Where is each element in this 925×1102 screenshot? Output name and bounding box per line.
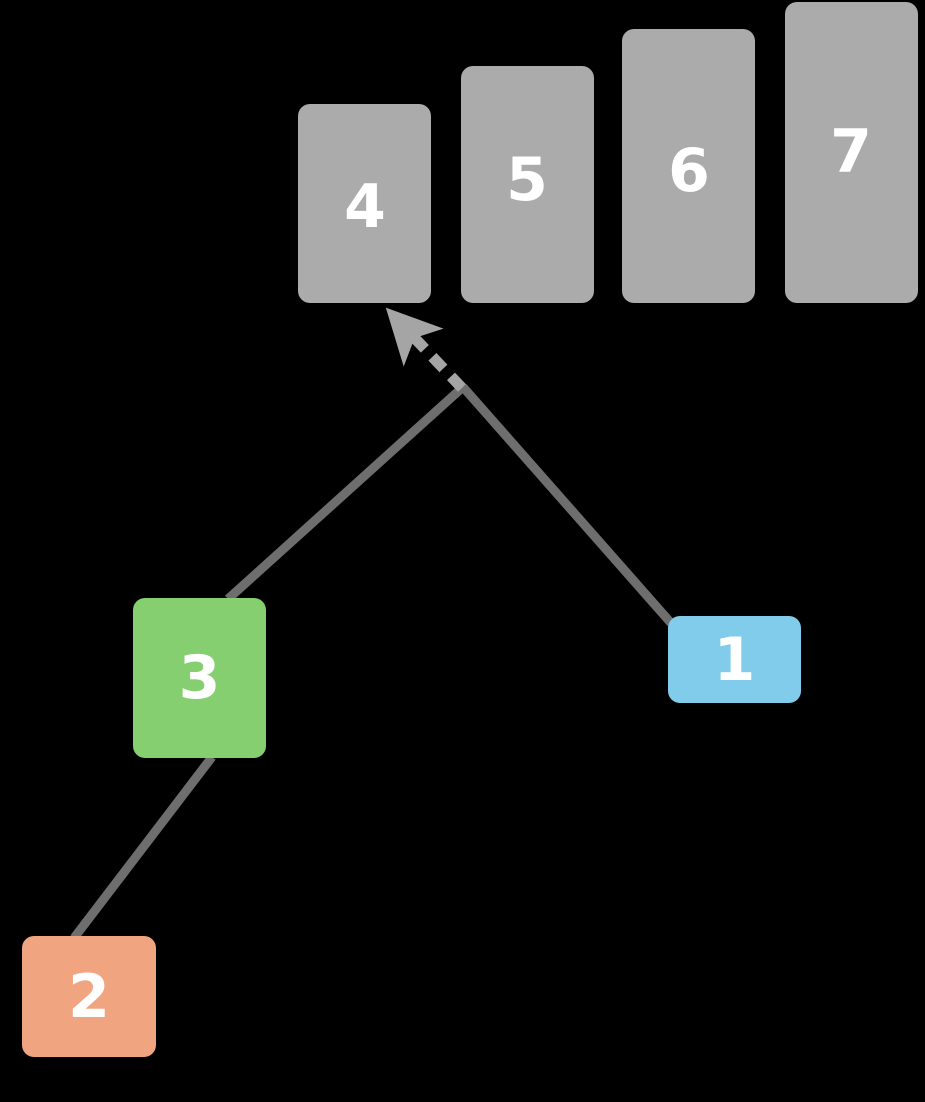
array-bar-4[interactable]: 4 <box>298 104 431 303</box>
array-bar-7[interactable]: 7 <box>785 2 918 303</box>
tree-node-label: 1 <box>713 624 756 695</box>
array-bar-label: 6 <box>668 136 710 206</box>
edge-node-3-to-node-2 <box>70 754 216 941</box>
array-bar-label: 4 <box>344 172 386 242</box>
tree-node-label: 3 <box>178 643 221 713</box>
tree-node-label: 2 <box>68 961 110 1032</box>
tree-node-3[interactable]: 3 <box>133 598 266 758</box>
array-bar-label: 7 <box>830 117 872 187</box>
edge-junction-to-node-1 <box>459 384 675 626</box>
array-bar-5[interactable]: 5 <box>461 66 594 303</box>
tree-node-1[interactable]: 1 <box>668 616 801 703</box>
tree-node-2[interactable]: 2 <box>22 936 156 1057</box>
edge-junction-to-node-3 <box>224 383 467 603</box>
array-bar-6[interactable]: 6 <box>622 29 755 303</box>
array-bar-label: 5 <box>506 145 548 215</box>
dashed-pointer-arrow <box>385 307 466 392</box>
